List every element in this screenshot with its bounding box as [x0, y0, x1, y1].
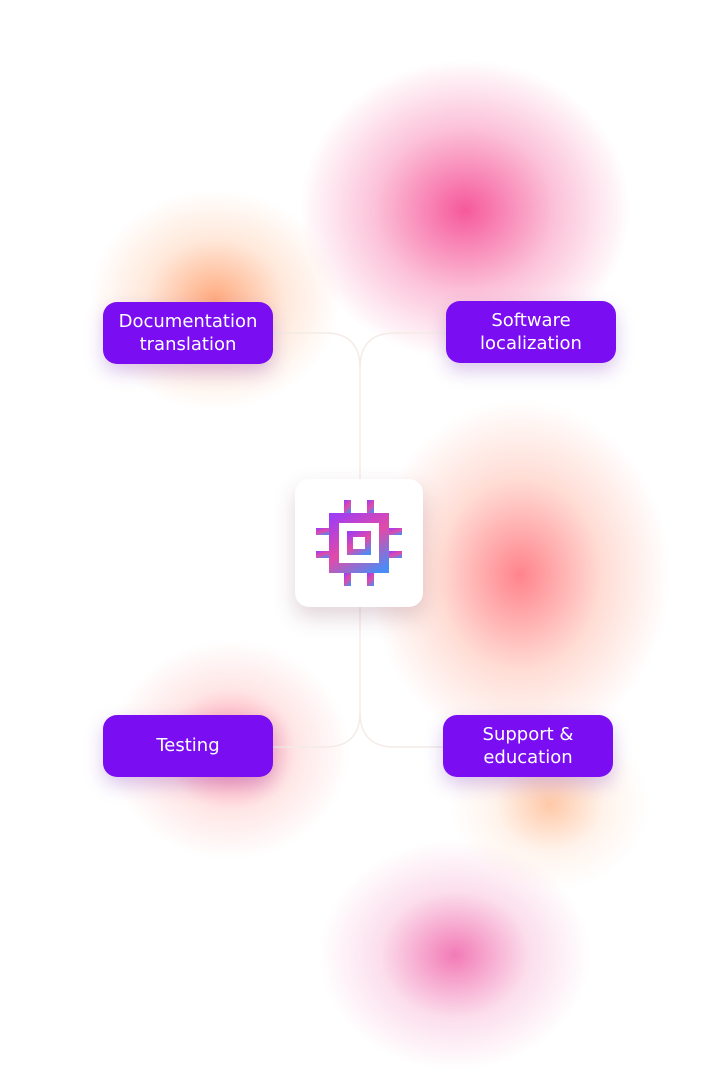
- connector-top-left: [273, 332, 361, 369]
- node-software-localization: Software localization: [446, 301, 616, 363]
- node-documentation-translation: Documentation translation: [103, 302, 273, 364]
- node-testing: Testing: [103, 715, 273, 777]
- chip-icon: [316, 500, 402, 586]
- connector-bottom-right: [359, 711, 443, 748]
- node-support-education: Support & education: [443, 715, 613, 777]
- hub-card: [295, 479, 423, 607]
- connector-bottom-left: [273, 711, 361, 748]
- connector-top-right: [359, 332, 446, 369]
